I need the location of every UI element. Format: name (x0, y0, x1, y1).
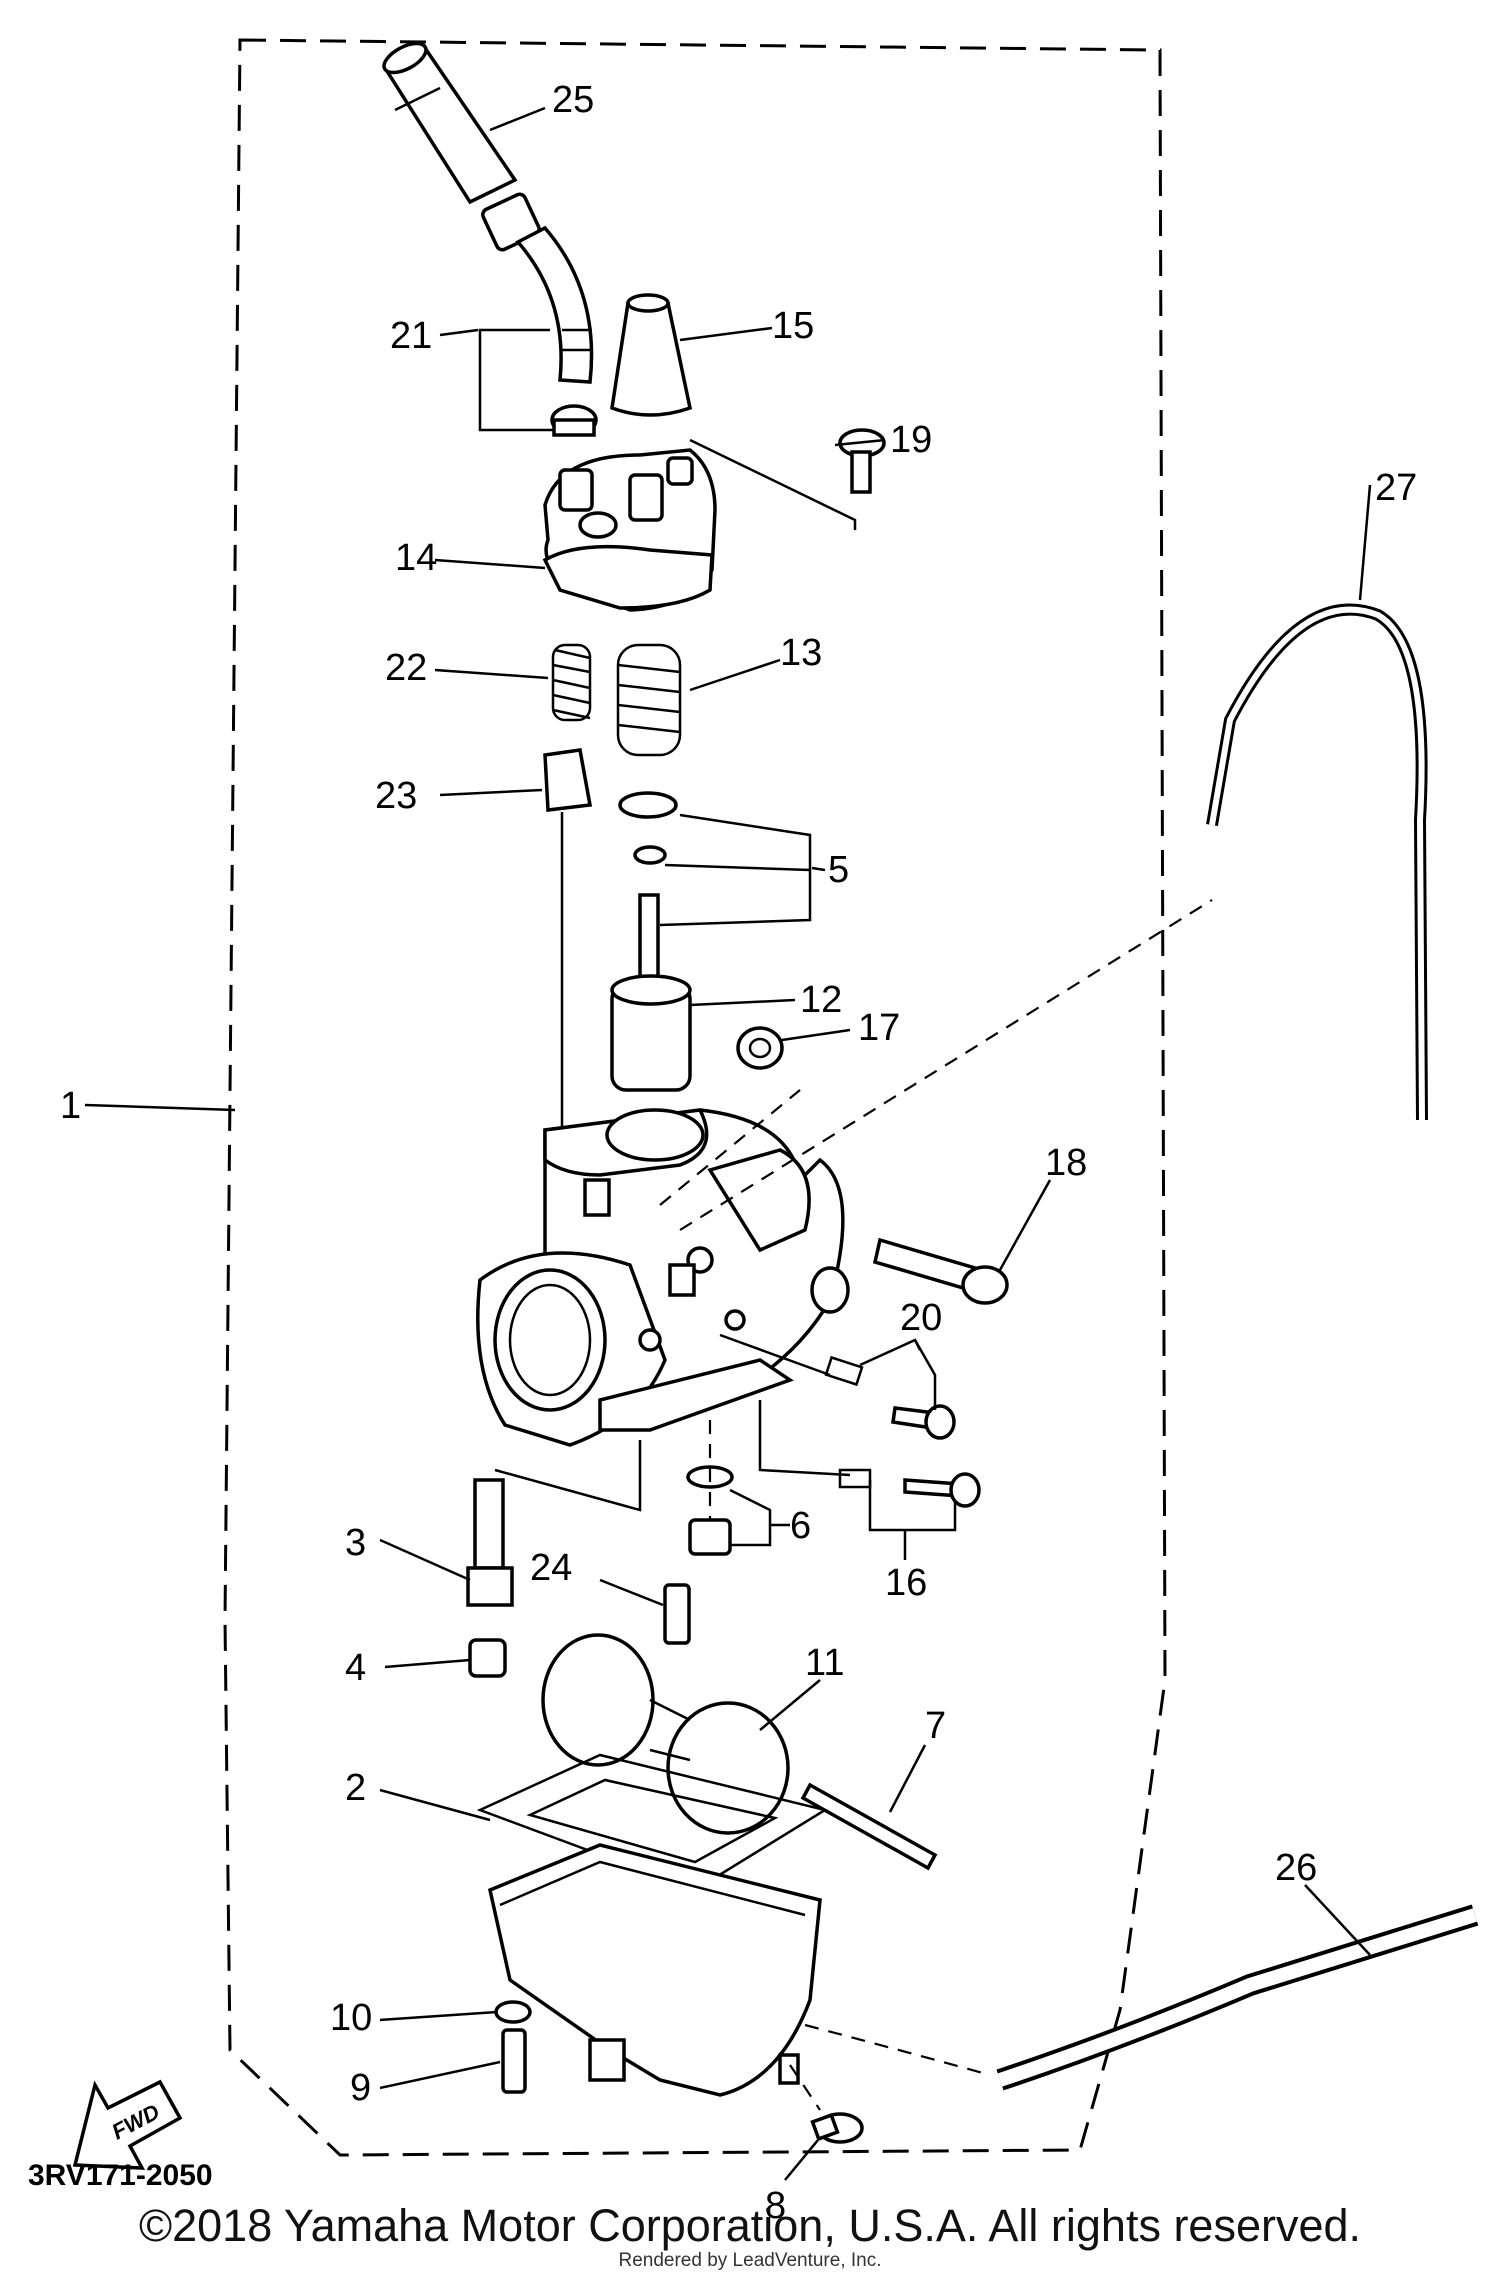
carburetor-body (476, 1108, 850, 1447)
callout-21: 21 (390, 315, 432, 357)
callout-9: 9 (350, 2067, 371, 2109)
assembly-guide-lines (494, 438, 1213, 2111)
callout-12: 12 (800, 979, 842, 1021)
fwd-arrow-icon: FWD (72, 2079, 183, 2170)
part-16-air-screw (838, 1468, 981, 1508)
part-7-float-pin (800, 1782, 938, 1871)
part-3-needle-jet (466, 1478, 514, 1607)
callout-22: 22 (385, 647, 427, 689)
part-8-screw (810, 2112, 864, 2144)
callout-5: 5 (828, 849, 849, 891)
callout-2: 2 (345, 1767, 366, 1809)
part-17-nut (736, 1026, 784, 1070)
callout-24: 24 (530, 1547, 572, 1589)
callout-20: 20 (900, 1297, 942, 1339)
callout-13: 13 (780, 632, 822, 674)
part-14-top-cover (542, 448, 717, 612)
part-11-float (541, 1633, 790, 1835)
callout-25: 25 (552, 79, 594, 121)
part-24-pilot-jet (663, 1583, 691, 1645)
callout-11: 11 (805, 1642, 844, 1684)
callout-10: 10 (330, 1997, 372, 2039)
callout-7: 7 (925, 1705, 946, 1747)
part-23-clip-holder (543, 748, 593, 1140)
part-15-rubber-cap (610, 293, 693, 417)
leader-lines (84, 106, 1372, 2181)
callout-26: 26 (1275, 1847, 1317, 1889)
part-26-overflow-hose (996, 1904, 1479, 2091)
callout-23: 23 (375, 775, 417, 817)
part-9-drain-screw (501, 2028, 527, 2094)
callout-27: 27 (1375, 467, 1417, 509)
part-27-vent-hose (1206, 603, 1428, 1121)
part-18-long-screw (872, 1237, 1009, 1305)
part-13-big-spring (616, 643, 682, 757)
callout-16: 16 (885, 1562, 927, 1604)
part-4-main-jet (468, 1638, 507, 1678)
callout-18: 18 (1045, 1142, 1087, 1184)
callout-14: 14 (395, 537, 437, 579)
callout-1: 1 (60, 1085, 81, 1127)
part-25-cap (382, 41, 518, 205)
part-20-pilot-screw (824, 1355, 956, 1440)
callout-15: 15 (772, 305, 814, 347)
float-bowl (487, 1843, 822, 2097)
diagram-code: 3RV171-2050 (28, 2159, 213, 2192)
part-22-small-spring (551, 643, 592, 722)
copyright-notice: ©2018 Yamaha Motor Corporation, U.S.A. A… (138, 2200, 1362, 2251)
part-5-needle-clip (618, 791, 678, 1007)
part-21-tube (481, 192, 598, 437)
assembly-boundary (223, 38, 1167, 2157)
callout-19: 19 (890, 419, 932, 461)
part-12-throttle-valve (610, 974, 692, 1092)
callout-labels: 1 2 3 4 5 6 7 8 9 10 11 12 13 14 15 16 1… (60, 79, 1417, 2227)
callout-3: 3 (345, 1522, 366, 1564)
callout-8: 8 (765, 2185, 786, 2227)
callout-4: 4 (345, 1647, 366, 1689)
part-19-screw (838, 428, 886, 494)
callout-17: 17 (858, 1007, 900, 1049)
callout-6: 6 (790, 1505, 811, 1547)
rendered-by-notice: Rendered by LeadVenture, Inc. (618, 2250, 882, 2271)
part-10-washer (494, 2000, 532, 2024)
